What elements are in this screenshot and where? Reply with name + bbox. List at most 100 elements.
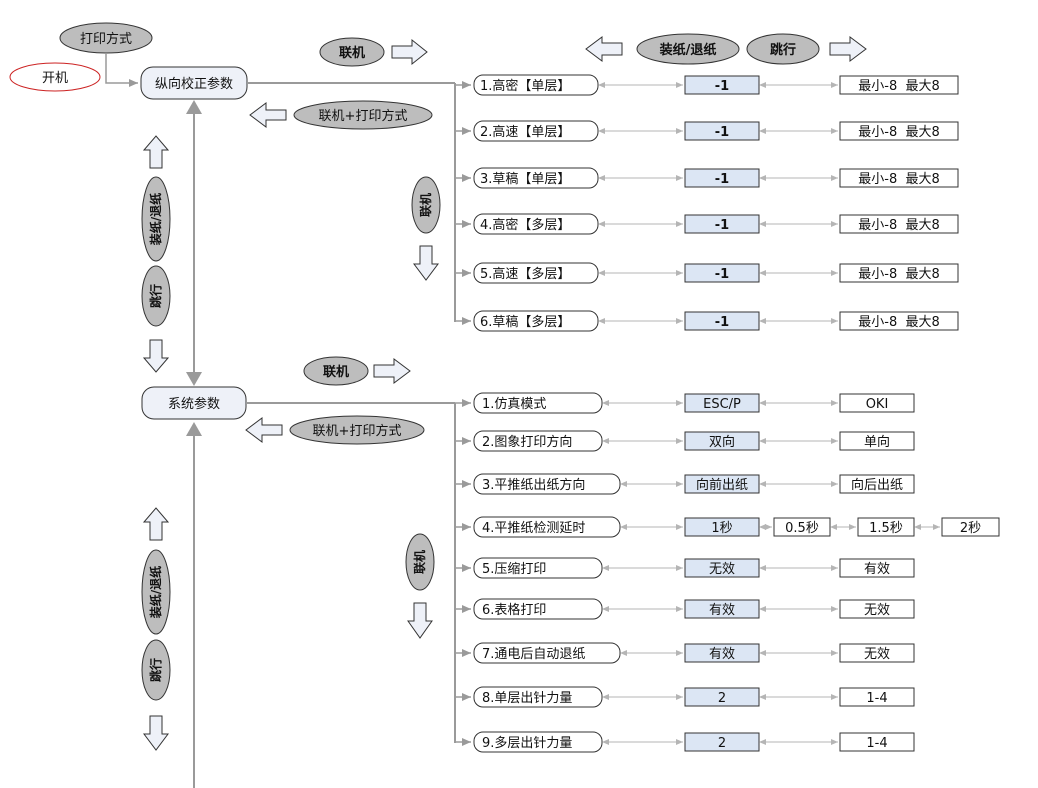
system-item-label: 6.表格打印	[482, 602, 546, 618]
calibration-item-label: 3.草稿【单层】	[480, 171, 570, 187]
system-option-box	[839, 393, 915, 413]
online-label-system-vertical: 联机	[412, 550, 427, 574]
calibration-range-box	[839, 311, 959, 331]
online-button-system-label: 联机	[323, 364, 349, 380]
system-option-box	[839, 687, 915, 707]
system-option: 2秒	[960, 521, 981, 536]
system-value: 双向	[709, 434, 735, 450]
system-option: 无效	[864, 647, 890, 662]
system-option: OKI	[866, 397, 889, 412]
system-item-label: 5.压缩打印	[482, 561, 546, 577]
calibration-range: 最小-8 最大8	[858, 172, 940, 187]
arrow-right-icon	[829, 36, 867, 62]
system-option: 1.5秒	[869, 521, 903, 536]
calibration-range: 最小-8 最大8	[858, 267, 940, 282]
arrow-left-icon	[249, 102, 287, 128]
online-button-system[interactable]	[303, 356, 369, 386]
arrow-right-icon	[373, 358, 411, 384]
print-mode-connector	[105, 53, 138, 87]
print-mode-label: 打印方式	[80, 31, 132, 47]
system-item-label: 9.多层出针力量	[482, 735, 572, 751]
load-eject-button-left-upper[interactable]	[141, 176, 171, 262]
arrow-right-icon	[391, 38, 428, 66]
arrow-down-icon	[407, 602, 433, 639]
system-value: 1秒	[711, 521, 732, 536]
online-print-mode-button-upper[interactable]	[293, 100, 433, 130]
system-value: 2	[718, 736, 726, 751]
online-button-top[interactable]	[319, 37, 385, 67]
system-option-box	[839, 643, 915, 663]
calibration-range: 最小-8 最大8	[858, 79, 940, 94]
system-option: 向后出纸	[851, 477, 903, 493]
system-item-label: 7.通电后自动退纸	[482, 647, 585, 662]
system-item-label: 3.平推纸出纸方向	[482, 477, 585, 493]
arrow-down-head	[186, 372, 202, 386]
arrow-left-icon	[245, 417, 283, 443]
calibration-value: -1	[715, 267, 729, 282]
calibration-range: 最小-8 最大8	[858, 125, 940, 140]
load-eject-label-left-lower: 装纸/退纸	[148, 566, 163, 619]
calibration-range-box	[839, 121, 959, 141]
vertical-calibration-label: 纵向校正参数	[155, 76, 233, 92]
system-option: 1-4	[866, 736, 887, 751]
calibration-range-box	[839, 214, 959, 234]
calibration-item-label: 6.草稿【多层】	[480, 314, 570, 330]
arrow-up-icon	[142, 507, 170, 541]
online-label-calibration: 联机	[418, 193, 433, 217]
calibration-item-label: 1.高密【单层】	[480, 78, 570, 94]
calibration-item-label: 5.高速【多层】	[480, 266, 570, 282]
load-eject-button-left-lower[interactable]	[141, 549, 171, 635]
system-value: 无效	[709, 562, 735, 577]
load-eject-button-top-label: 装纸/退纸	[659, 42, 717, 58]
system-item-label: 1.仿真模式	[482, 397, 546, 412]
arrow-left-icon	[585, 36, 623, 62]
calibration-value: -1	[715, 172, 729, 187]
system-value: 有效	[709, 647, 735, 662]
online-button-calibration[interactable]	[411, 176, 441, 234]
system-value: ESC/P	[703, 397, 741, 412]
online-button-top-label: 联机	[339, 45, 365, 61]
load-eject-button-top[interactable]	[636, 33, 740, 65]
system-params-label: 系统参数	[168, 396, 220, 412]
arrow-up-head	[186, 422, 202, 436]
line-feed-label-left-lower: 跳行	[148, 658, 163, 682]
line-feed-button-left-upper[interactable]	[141, 265, 171, 327]
online-button-system-vertical[interactable]	[405, 533, 435, 591]
calibration-range-box	[839, 168, 959, 188]
line-feed-button-top-label: 跳行	[770, 42, 796, 58]
system-item-label: 4.平推纸检测延时	[482, 521, 585, 536]
calibration-item-label: 4.高密【多层】	[480, 217, 570, 233]
system-option: 有效	[864, 562, 890, 577]
line-feed-button-left-lower[interactable]	[141, 639, 171, 701]
arrow-up-icon	[142, 135, 170, 169]
arrow-down-icon	[142, 339, 170, 373]
online-print-mode-label-upper: 联机+打印方式	[319, 108, 408, 124]
power-on-label: 开机	[42, 71, 68, 86]
line-feed-button-top[interactable]	[746, 33, 820, 65]
line-feed-label-left-upper: 跳行	[148, 284, 163, 308]
calibration-range-box	[839, 75, 959, 95]
calibration-range-box	[839, 263, 959, 283]
calibration-value: -1	[715, 125, 729, 140]
power-on-node	[9, 62, 101, 92]
arrow-down-icon	[413, 245, 439, 281]
system-item-label: 8.单层出针力量	[482, 691, 572, 706]
arrow-up-head	[186, 100, 202, 114]
system-option: 0.5秒	[785, 521, 819, 536]
system-option-box	[839, 732, 915, 752]
calibration-value: -1	[715, 79, 729, 94]
online-print-mode-button-lower[interactable]	[289, 415, 425, 445]
system-option: 无效	[864, 603, 890, 618]
online-print-mode-label-lower: 联机+打印方式	[313, 423, 402, 439]
load-eject-label-left-upper: 装纸/退纸	[148, 193, 163, 246]
system-option-box	[839, 599, 915, 619]
arrow-down-icon	[143, 715, 169, 751]
system-value: 向前出纸	[696, 477, 748, 493]
calibration-value: -1	[715, 218, 729, 233]
system-option: 1-4	[866, 691, 887, 706]
calibration-range: 最小-8 最大8	[858, 218, 940, 233]
system-option: 单向	[864, 434, 890, 450]
